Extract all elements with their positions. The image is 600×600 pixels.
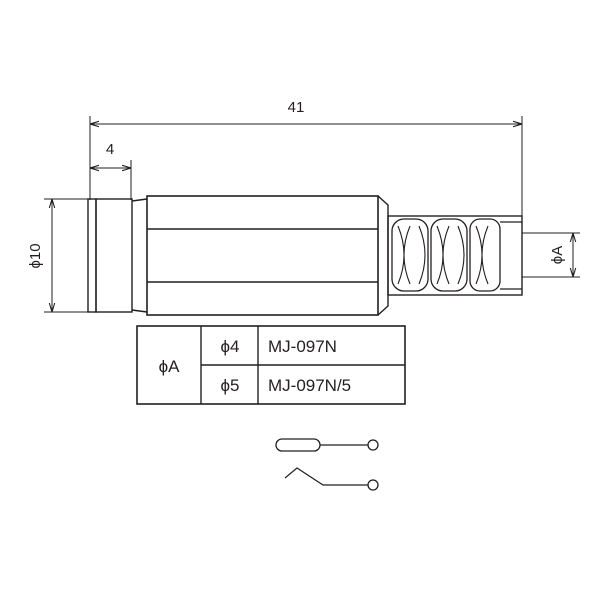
spec-table: ϕA ϕ4 MJ-097N ϕ5 MJ-097N/5: [136, 325, 406, 405]
table-cell-model-2: MJ-097N/5: [268, 376, 351, 395]
dimension-cable-diameter-label: ϕA: [549, 246, 566, 264]
table-row-header: ϕA: [159, 357, 181, 376]
dimension-front-diameter-label: ϕ10: [27, 243, 44, 268]
connector-body: [87, 195, 389, 316]
dimension-overall-length-label: 41: [288, 99, 305, 116]
dimension-front-width-label: 4: [106, 141, 114, 158]
table-cell-diameter-2: ϕ5: [221, 376, 240, 395]
table-cell-model-1: MJ-097N: [268, 337, 337, 356]
dimension-front-diameter: ϕ10: [27, 198, 90, 313]
dimension-front-width: 4: [90, 141, 132, 200]
schematic-symbol: [275, 438, 379, 491]
dimension-cable-diameter: ϕA: [522, 232, 580, 278]
table-cell-diameter-1: ϕ4: [221, 337, 240, 356]
strain-relief: [387, 215, 523, 296]
dimension-overall-length: 41: [89, 99, 523, 222]
